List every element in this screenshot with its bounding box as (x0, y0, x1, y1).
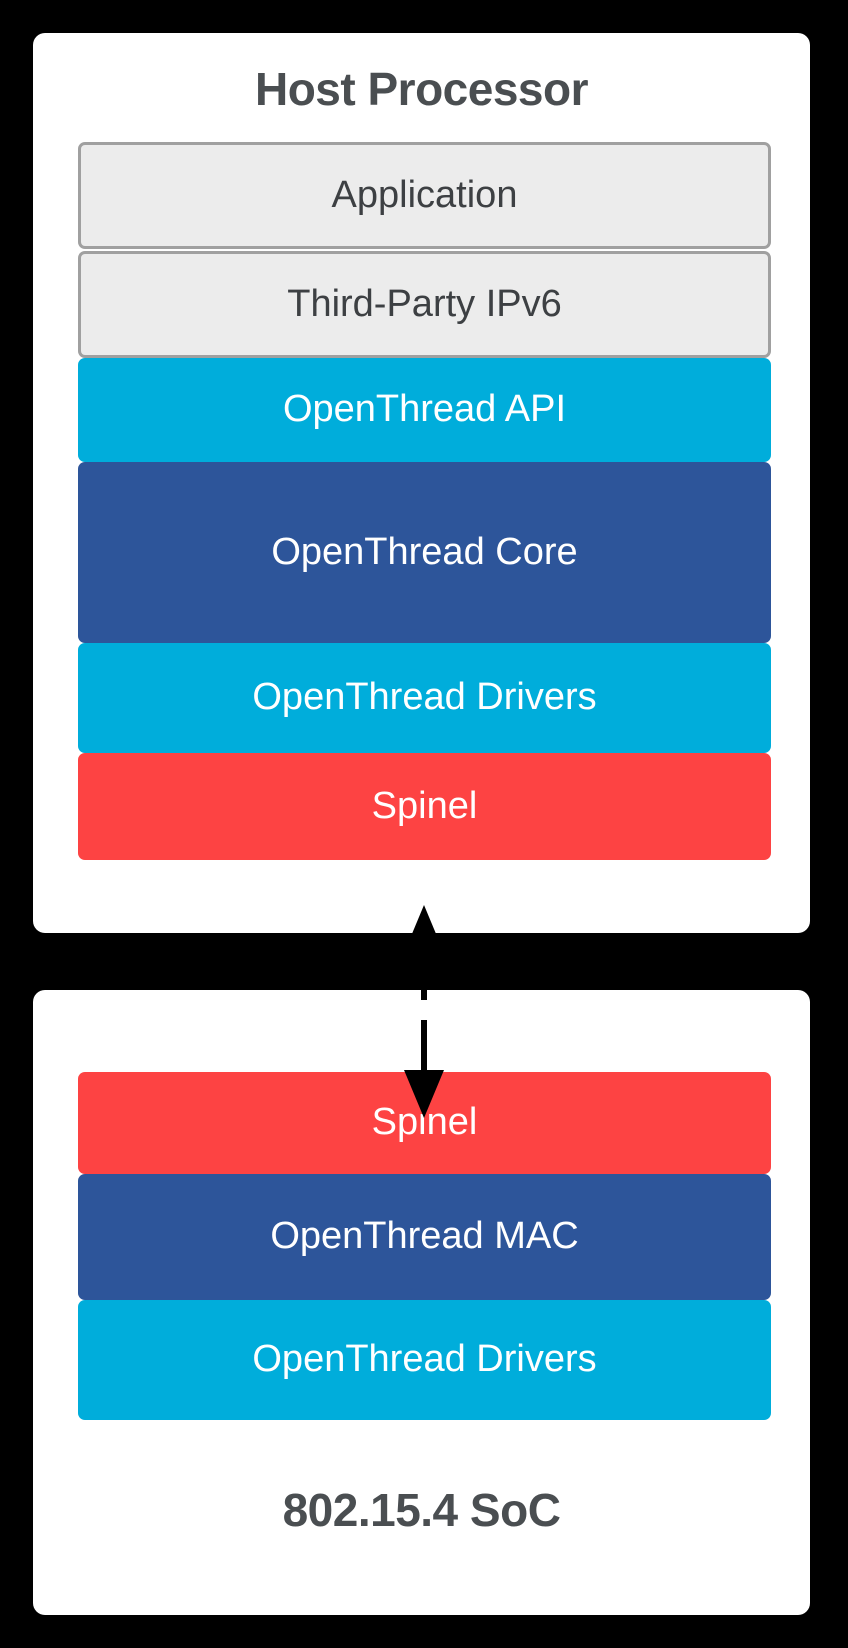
layer-openthread-drivers-soc-label: OpenThread Drivers (252, 1338, 597, 1381)
layer-openthread-drivers-soc: OpenThread Drivers (78, 1300, 771, 1420)
layer-openthread-drivers-host: OpenThread Drivers (78, 643, 771, 753)
host-processor-layer-stack: Application Third-Party IPv6 OpenThread … (78, 142, 771, 860)
layer-openthread-mac-label: OpenThread MAC (270, 1215, 579, 1258)
layer-openthread-api-label: OpenThread API (282, 388, 567, 431)
layer-spinel-soc: Spinel (78, 1072, 771, 1174)
soc-card: Spinel OpenThread MAC OpenThread Drivers… (33, 990, 810, 1615)
soc-title: 802.15.4 SoC (282, 1484, 561, 1536)
layer-application-label: Application (331, 173, 518, 216)
layer-openthread-mac: OpenThread MAC (78, 1174, 771, 1300)
host-processor-title: Host Processor (254, 63, 589, 115)
layer-third-party-ipv6-label: Third-Party IPv6 (287, 282, 562, 325)
layer-spinel-host: Spinel (78, 753, 771, 860)
layer-application: Application (78, 142, 771, 249)
layer-openthread-core: OpenThread Core (78, 462, 771, 643)
layer-openthread-api: OpenThread API (78, 358, 771, 462)
layer-spinel-host-label: Spinel (371, 784, 478, 827)
layer-openthread-drivers-host-label: OpenThread Drivers (252, 676, 597, 719)
soc-layer-stack: Spinel OpenThread MAC OpenThread Drivers (78, 1072, 771, 1420)
layer-third-party-ipv6: Third-Party IPv6 (78, 251, 771, 358)
layer-openthread-core-label: OpenThread Core (271, 530, 578, 573)
host-processor-card: Host Processor Application Third-Party I… (33, 33, 810, 933)
layer-spinel-soc-label: Spinel (371, 1101, 478, 1144)
